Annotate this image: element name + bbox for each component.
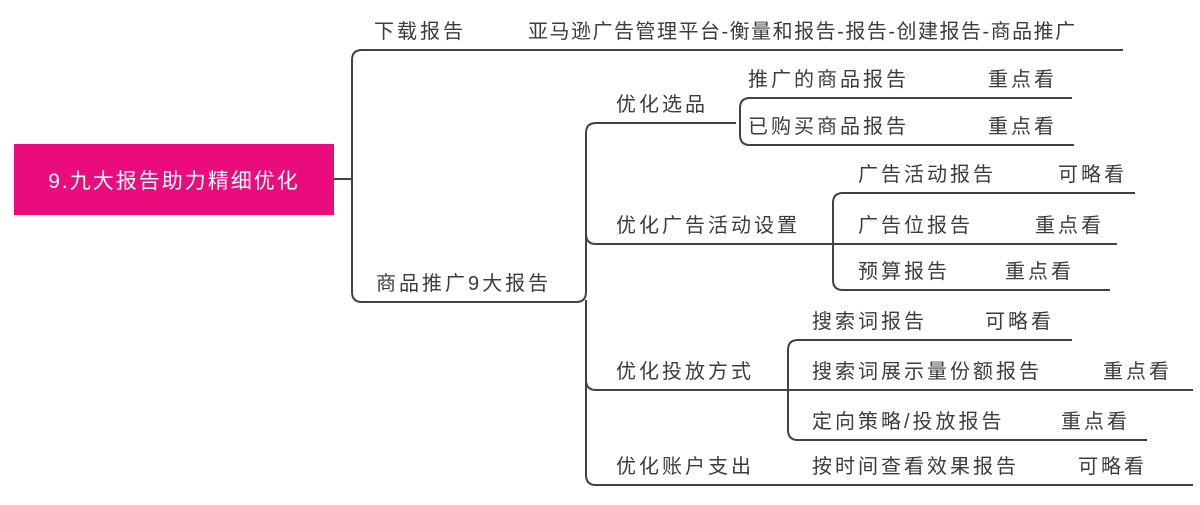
node-platform-path[interactable]: 亚马逊广告管理平台-衡量和报告-报告-创建报告-商品推广: [528, 21, 1077, 43]
connector-group1-trunk: [739, 97, 751, 146]
node-report-targeting-strategy[interactable]: 定向策略/投放报告: [812, 411, 1005, 433]
connector-trunk-level2-up: [575, 122, 597, 303]
node-group-optimize-campaign-settings[interactable]: 优化广告活动设置: [616, 215, 800, 237]
connector-group2-trunk: [832, 192, 844, 291]
connector-group3-trunk: [787, 339, 799, 441]
priority-tag[interactable]: 可略看: [1078, 456, 1147, 478]
priority-tag[interactable]: 可略看: [1058, 164, 1127, 186]
root-node[interactable]: 9.九大报告助力精细优化: [14, 144, 334, 215]
node-group-optimize-spend[interactable]: 优化账户支出: [616, 456, 754, 478]
node-report-search-term-impression-share[interactable]: 搜索词展示量份额报告: [812, 361, 1042, 383]
node-report-placement[interactable]: 广告位报告: [858, 215, 973, 237]
node-report-performance-over-time[interactable]: 按时间查看效果报告: [812, 456, 1019, 478]
priority-tag[interactable]: 重点看: [988, 69, 1057, 91]
underline-group2-row: [585, 233, 1117, 245]
node-report-purchased-products[interactable]: 已购买商品报告: [748, 116, 909, 138]
priority-tag[interactable]: 可略看: [985, 311, 1054, 333]
connector-trunk-level2-down: [585, 300, 597, 486]
node-group-optimize-selection[interactable]: 优化选品: [616, 94, 708, 116]
node-reports[interactable]: 商品推广9大报告: [376, 273, 552, 295]
priority-tag[interactable]: 重点看: [1035, 215, 1104, 237]
priority-tag[interactable]: 重点看: [1103, 361, 1172, 383]
underline-group3-row: [585, 379, 1193, 391]
node-report-search-term[interactable]: 搜索词报告: [812, 311, 927, 333]
connector-trunk-level1: [351, 49, 363, 303]
node-report-campaign[interactable]: 广告活动报告: [858, 164, 996, 186]
priority-tag[interactable]: 重点看: [1005, 261, 1074, 283]
node-report-budget[interactable]: 预算报告: [858, 261, 950, 283]
priority-tag[interactable]: 重点看: [1061, 411, 1130, 433]
priority-tag[interactable]: 重点看: [988, 116, 1057, 138]
node-group-optimize-targeting[interactable]: 优化投放方式: [616, 361, 754, 383]
node-download-report[interactable]: 下载报告: [374, 21, 466, 43]
node-report-advertised-products[interactable]: 推广的商品报告: [748, 69, 909, 91]
